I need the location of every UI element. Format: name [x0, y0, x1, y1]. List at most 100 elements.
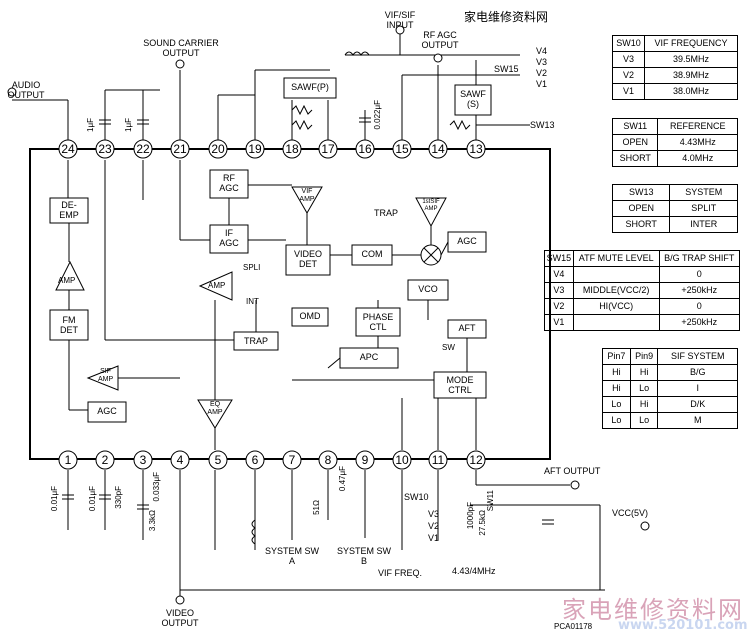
top-pin-13: [466, 139, 486, 159]
bottom-pin-2: [95, 450, 115, 470]
table-cell: 39.5MHz: [644, 51, 738, 68]
apc-label: APC: [359, 352, 379, 362]
table-cell: 38.9MHz: [644, 67, 738, 84]
bottom-pin-label-10: 10: [395, 453, 409, 467]
de-emp-label: DE-EMP: [59, 200, 79, 220]
rf-agc-terminal: [433, 53, 443, 63]
c23-label: 1μF: [124, 118, 133, 132]
table-header: SYSTEM: [669, 184, 738, 201]
aft-output-label: AFT OUTPUT: [544, 466, 601, 476]
resistor-18b: [291, 119, 313, 131]
table-cell: 0: [658, 298, 741, 315]
table-cell: V1: [544, 314, 574, 331]
aft-label: AFT: [458, 323, 476, 333]
c24-label: 1μF: [86, 118, 95, 132]
table-cell: 38.0MHz: [644, 83, 738, 100]
c16-label: 0.022μF: [373, 100, 382, 130]
table-cell: V2: [544, 298, 574, 315]
bottom-pin-label-8: 8: [325, 453, 332, 467]
spli-label: SPLI: [243, 263, 261, 272]
table-header: VIF FREQUENCY: [644, 35, 738, 52]
table-header: SW11: [611, 118, 659, 135]
top-pin-label-22: 22: [136, 142, 150, 156]
top-pin-15: [392, 139, 412, 159]
table-header: REFERENCE: [657, 118, 738, 135]
part-code: PCA01178: [554, 622, 593, 631]
top-pin-label-21: 21: [173, 142, 187, 156]
table-cell: [572, 266, 660, 283]
top-pin-label-18: 18: [285, 142, 299, 156]
com-label: COM: [361, 249, 383, 259]
amp-left-triangle: [55, 260, 85, 291]
bottom-pin-10: [392, 450, 412, 470]
vif-freq-label: VIF FREQ.: [378, 568, 423, 578]
agc-bottom-label: AGC: [97, 406, 117, 416]
table-header: B/G TRAP SHIFT: [658, 250, 741, 267]
table-cell: MIDDLE(VCC/2): [572, 282, 660, 299]
table-header: SW13: [611, 184, 671, 201]
table-cell: +250kHz: [658, 282, 741, 299]
table-cell: V4: [544, 266, 574, 283]
table-cell: OPEN: [611, 134, 659, 151]
de-emp-box: [49, 197, 89, 224]
c1-label: 0.01μF: [50, 486, 59, 512]
table-cell: I: [657, 380, 738, 397]
table-cell: [572, 314, 660, 331]
video-det-box: [285, 244, 331, 276]
table-cell: Hi: [629, 396, 659, 413]
sw15-label: SW15: [494, 64, 519, 74]
bottom-pin-3: [133, 450, 153, 470]
bottom-wiring: [67, 470, 605, 600]
aft-output-terminal: [570, 480, 580, 490]
top-pin-18: [282, 139, 302, 159]
table-cell: HI(VCC): [572, 298, 660, 315]
bottom-pin-label-9: 9: [362, 453, 369, 467]
c2b-label: 330pF: [114, 486, 123, 509]
coil-6: [251, 519, 256, 545]
video-output-terminal: [175, 595, 185, 605]
table-cell: Lo: [602, 412, 631, 429]
bottom-pin-7: [282, 450, 302, 470]
agc-right-label: AGC: [457, 236, 477, 246]
table-header: ATF MUTE LEVEL: [572, 250, 660, 267]
trap-block-label: TRAP: [243, 336, 268, 346]
vcc-terminal: [640, 521, 650, 531]
c3-label: 0.033μF: [152, 472, 161, 502]
table-cell: Hi: [629, 364, 659, 381]
omd-label: OMD: [299, 311, 321, 321]
sw10-label: SW10: [404, 492, 429, 502]
bottom-pin-label-12: 12: [469, 453, 483, 467]
table-cell: SPLIT: [669, 200, 738, 217]
top-pin-21: [170, 139, 190, 159]
c8-label: 0.47μF: [338, 466, 347, 492]
table-cell: 4.43MHz: [657, 134, 738, 151]
agc-bottom-box: [87, 401, 127, 423]
bottom-pin-12: [466, 450, 486, 470]
bottom-pin-label-1: 1: [65, 453, 72, 467]
sawf-s-box: [454, 84, 492, 116]
bottom-pin-label-5: 5: [215, 453, 222, 467]
table-cell: Lo: [629, 412, 659, 429]
bottom-pin-1: [58, 450, 78, 470]
int-label: INT: [246, 297, 259, 306]
vco-label: VCO: [418, 284, 438, 294]
input-coil: [344, 51, 370, 56]
watermark-url: www.520101.com: [618, 618, 748, 633]
r11-label: 27.5kΩ: [478, 510, 487, 536]
audio-output-terminal: [7, 87, 17, 97]
